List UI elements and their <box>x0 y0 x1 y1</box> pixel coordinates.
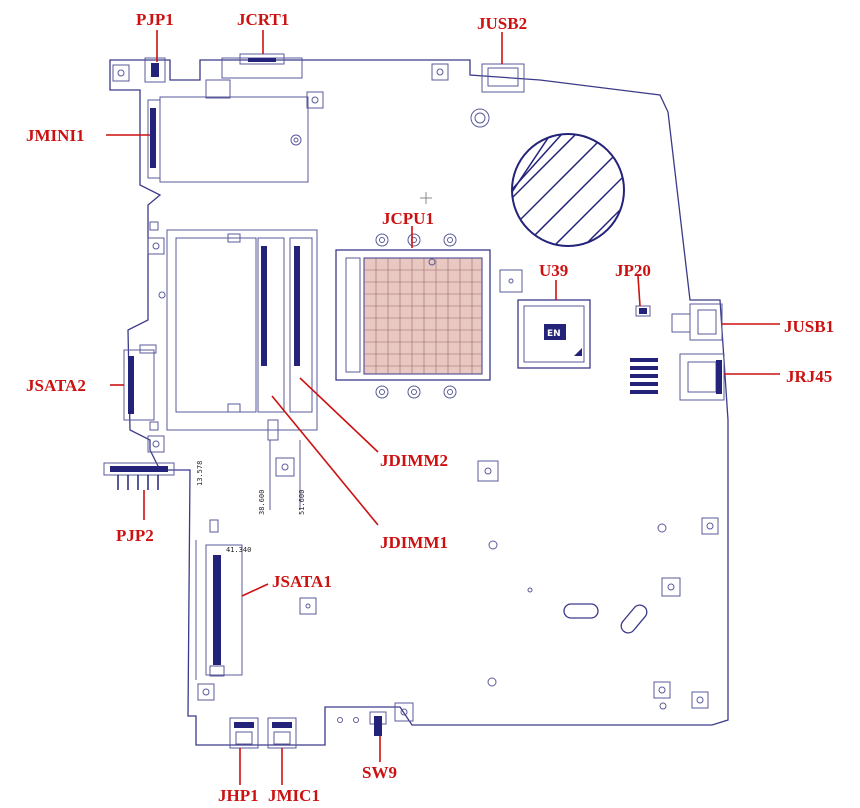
jhp1-jack <box>229 717 259 749</box>
jcpu1-socket <box>335 233 491 399</box>
jsata2-connector <box>123 344 157 421</box>
slots <box>563 603 648 634</box>
pjp2-connector <box>103 462 175 490</box>
jusb1-connector <box>671 303 723 341</box>
label-jrj45: JRJ45 <box>786 367 832 386</box>
jusb2-connector <box>481 63 525 93</box>
jmic1-jack <box>267 717 297 749</box>
u39-marking: EN <box>547 329 561 339</box>
label-jdimm2: JDIMM2 <box>380 451 448 470</box>
pjp1-connector <box>144 57 166 83</box>
label-sw9: SW9 <box>362 763 397 782</box>
jp20-jumper <box>635 305 651 317</box>
component-array <box>630 358 658 394</box>
cpu-fan <box>420 133 625 247</box>
jsata1-connector <box>195 519 243 680</box>
label-jmini1: JMINI1 <box>26 126 85 145</box>
label-jhp1: JHP1 <box>218 786 259 805</box>
dimension-4: 51.600 <box>298 490 306 515</box>
label-jsata1: JSATA1 <box>272 572 332 591</box>
label-pjp1: PJP1 <box>136 10 174 29</box>
label-jusb1: JUSB1 <box>784 317 834 336</box>
jcrt1-connector <box>221 53 303 79</box>
sw9-switch <box>337 711 387 736</box>
label-jusb2: JUSB2 <box>477 14 527 33</box>
label-jcrt1: JCRT1 <box>237 10 289 29</box>
leader-lines <box>106 30 780 785</box>
u39-chip: EN <box>499 269 591 369</box>
dimm-slots <box>149 221 318 510</box>
dimension-2: 41.340 <box>226 546 251 554</box>
label-jsata2: JSATA2 <box>26 376 86 395</box>
label-jdimm1: JDIMM1 <box>380 533 448 552</box>
dimension-3: 38.600 <box>258 490 266 515</box>
label-u39: U39 <box>539 261 568 280</box>
jrj45-connector <box>679 353 725 401</box>
label-jcpu1: JCPU1 <box>382 209 434 228</box>
dimension-1: 13.578 <box>196 461 204 486</box>
jmini1-connector <box>147 79 309 183</box>
label-jp20: JP20 <box>615 261 651 280</box>
mounting-holes <box>112 63 719 722</box>
label-pjp2: PJP2 <box>116 526 154 545</box>
board-outline <box>109 59 729 746</box>
label-jmic1: JMIC1 <box>268 786 320 805</box>
